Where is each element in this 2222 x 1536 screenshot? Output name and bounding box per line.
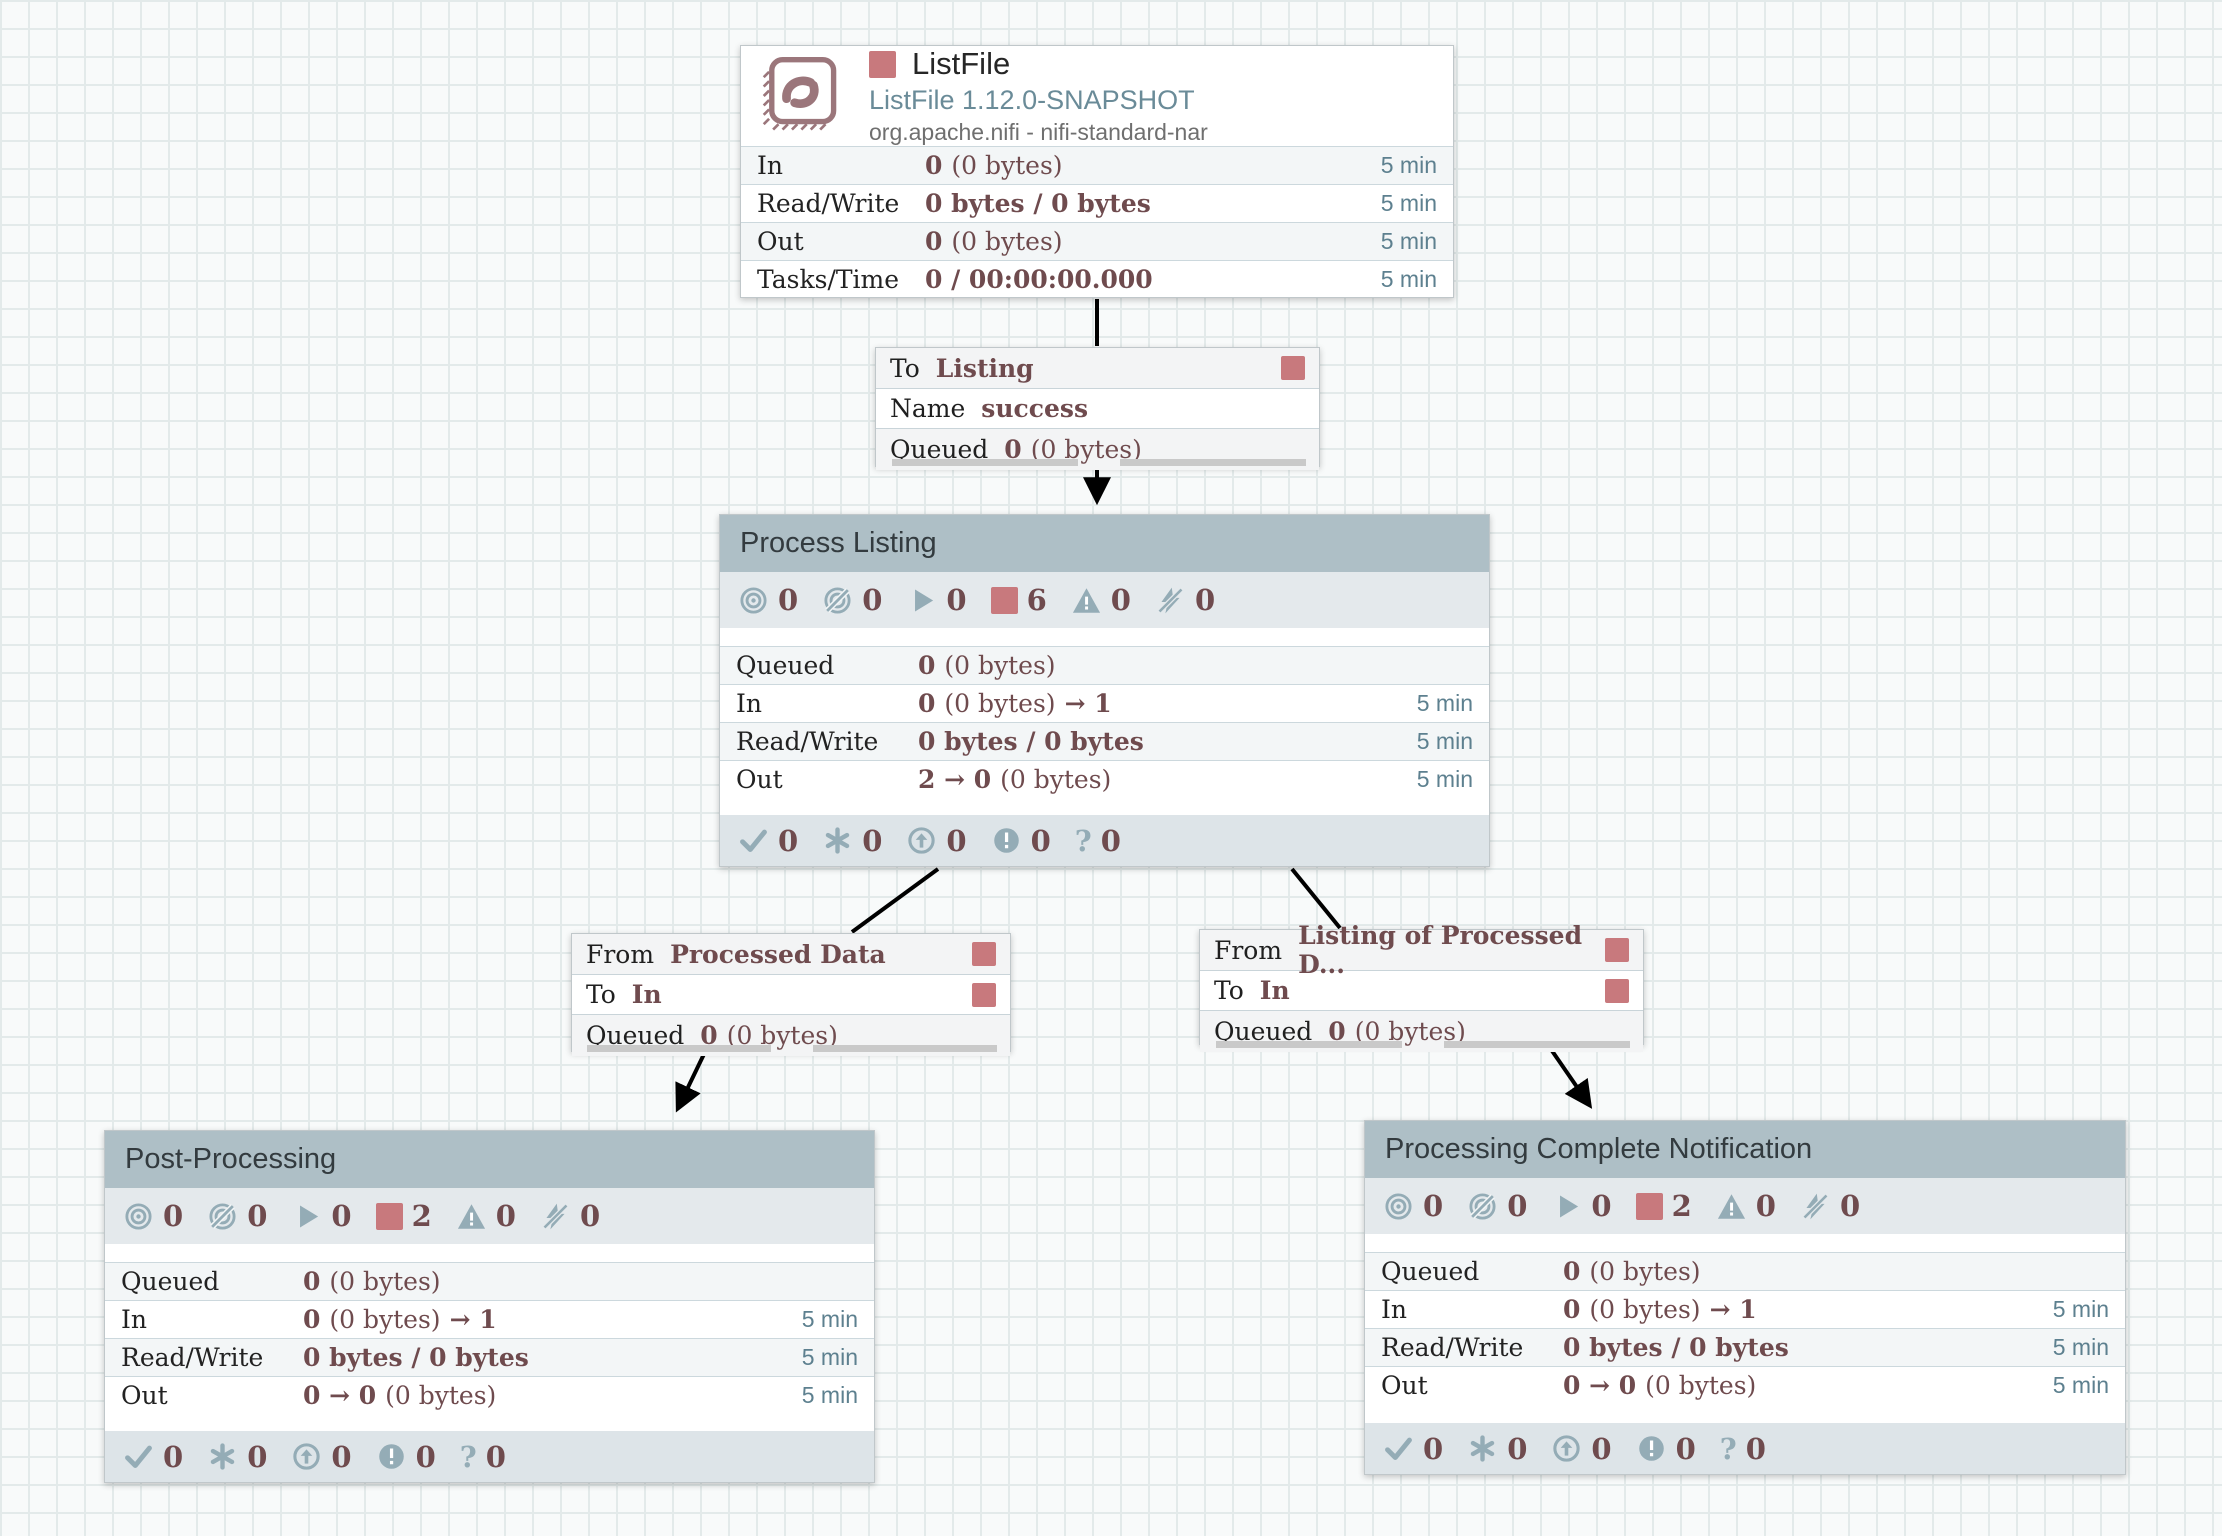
stat-row-queued: Queued 0(0 bytes) [105,1262,874,1300]
process-group-component-counts: 0 0 0 2 0 0 [105,1188,874,1244]
queue-size-bar [1215,1041,1402,1048]
up-to-date-icon [123,1441,154,1472]
sync-failure-icon: ? [1719,1431,1737,1466]
stat-row-read-write: Read/Write 0 bytes / 0 bytes 5 min [105,1338,874,1376]
process-group-processing-complete-notification[interactable]: Processing Complete Notification 0 0 0 2… [1364,1120,2126,1475]
not-transmitting-icon [1467,1191,1498,1222]
stat-row-in: In 0(0 bytes)→ 1 5 min [720,684,1489,722]
listfile-processor-icon [762,57,837,131]
process-group-version-states: 0 0 0 0 ?0 [105,1431,874,1482]
running-icon [906,585,937,616]
connection-from-row: From Processed Data [572,934,1010,974]
connection-from-row: From Listing of Processed D... [1200,921,1643,979]
transmitting-icon [738,585,769,616]
disabled-icon [1800,1191,1831,1222]
running-icon [1551,1191,1582,1222]
processor-name: ListFile [912,46,1011,82]
stat-row-read-write: Read/Write 0 bytes / 0 bytes 5 min [1365,1328,2125,1366]
destination-stopped-icon [972,982,996,1007]
locally-modified-stale-icon [376,1441,407,1472]
destination-stopped-icon [1605,978,1629,1003]
processor-type: ListFile 1.12.0-SNAPSHOT [869,85,1195,116]
source-stopped-icon [1605,938,1629,962]
stat-row-in: In 0(0 bytes)→ 1 5 min [1365,1290,2125,1328]
disabled-icon [1155,585,1186,616]
connection-queued-row: Queued 0(0 bytes) [572,1014,1010,1056]
connection-to-row: To Listing [876,348,1319,388]
processor-header: ListFile ListFile 1.12.0-SNAPSHOT org.ap… [741,46,1453,146]
processor-bundle: org.apache.nifi - nifi-standard-nar [869,119,1208,146]
process-group-title: Process Listing [740,527,937,559]
locally-modified-stale-icon [991,825,1022,856]
stale-icon [291,1441,322,1472]
queue-data-size-bar [812,1045,997,1052]
destination-stopped-icon [1281,356,1305,380]
stat-row-out: Out 0 → 0(0 bytes) 5 min [1365,1366,2125,1404]
process-group-header[interactable]: Process Listing [720,515,1489,572]
process-group-title: Processing Complete Notification [1385,1133,1813,1165]
run-status-stopped-icon [869,50,896,78]
connection-to-row: To In [1200,970,1643,1010]
stat-row-out: Out 0(0 bytes) 5 min [741,222,1453,260]
connection-label-from-processed-data[interactable]: From Processed Data To In Queued 0(0 byt… [571,933,1011,1056]
stat-row-in: In 0(0 bytes) 5 min [741,146,1453,184]
disabled-icon [540,1201,571,1232]
connection-line-processed-data[interactable] [675,867,940,1113]
process-group-process-listing[interactable]: Process Listing 0 0 0 6 0 0 Queued 0(0 b… [719,514,1490,867]
stopped-icon [375,1202,403,1230]
transmitting-icon [1383,1191,1414,1222]
sync-failure-icon: ? [1074,823,1092,858]
invalid-icon [456,1201,487,1232]
stale-icon [1551,1433,1582,1464]
stat-row-read-write: Read/Write 0 bytes / 0 bytes 5 min [741,184,1453,222]
process-group-header[interactable]: Post-Processing [105,1131,874,1188]
stat-row-out: Out 2 → 0(0 bytes) 5 min [720,760,1489,798]
stat-row-tasks-time: Tasks/Time 0 / 00:00:00.000 5 min [741,260,1453,298]
not-transmitting-icon [822,585,853,616]
process-group-header[interactable]: Processing Complete Notification [1365,1121,2125,1178]
stopped-icon [1635,1192,1663,1220]
process-group-component-counts: 0 0 0 6 0 0 [720,572,1489,628]
sync-failure-icon: ? [459,1439,477,1474]
connection-line-listing-of-processed[interactable] [1290,867,1593,1109]
locally-modified-icon [1467,1433,1498,1464]
transmitting-icon [123,1201,154,1232]
stat-row-queued: Queued 0(0 bytes) [720,646,1489,684]
queue-data-size-bar [1119,459,1306,466]
stat-row-read-write: Read/Write 0 bytes / 0 bytes 5 min [720,722,1489,760]
locally-modified-stale-icon [1636,1433,1667,1464]
process-group-component-counts: 0 0 0 2 0 0 [1365,1178,2125,1234]
invalid-icon [1716,1191,1747,1222]
process-group-title: Post-Processing [125,1143,337,1175]
queue-data-size-bar [1443,1041,1630,1048]
locally-modified-icon [207,1441,238,1472]
connection-label-from-listing-of-processed[interactable]: From Listing of Processed D... To In Que… [1199,921,1644,1052]
connection-to-row: To In [572,974,1010,1014]
invalid-icon [1071,585,1102,616]
source-stopped-icon [972,942,996,966]
connection-queued-row: Queued 0(0 bytes) [1200,1010,1643,1052]
up-to-date-icon [738,825,769,856]
stopped-icon [990,586,1018,614]
process-group-version-states: 0 0 0 0 ?0 [720,815,1489,866]
up-to-date-icon [1383,1433,1414,1464]
process-group-version-states: 0 0 0 0 ?0 [1365,1423,2125,1474]
not-transmitting-icon [207,1201,238,1232]
stat-row-out: Out 0 → 0(0 bytes) 5 min [105,1376,874,1414]
queue-size-bar [587,1045,772,1052]
processor-listfile[interactable]: ListFile ListFile 1.12.0-SNAPSHOT org.ap… [740,45,1454,298]
connection-queued-row: Queued 0(0 bytes) [876,428,1319,470]
locally-modified-icon [822,825,853,856]
queue-size-bar [891,459,1078,466]
stat-row-queued: Queued 0(0 bytes) [1365,1252,2125,1290]
process-group-post-processing[interactable]: Post-Processing 0 0 0 2 0 0 Queued 0(0 b… [104,1130,875,1483]
connection-name-row: Name success [876,388,1319,428]
connection-label-to-listing[interactable]: To Listing Name success Queued 0(0 bytes… [875,347,1320,470]
running-icon [291,1201,322,1232]
stat-row-in: In 0(0 bytes)→ 1 5 min [105,1300,874,1338]
stale-icon [906,825,937,856]
